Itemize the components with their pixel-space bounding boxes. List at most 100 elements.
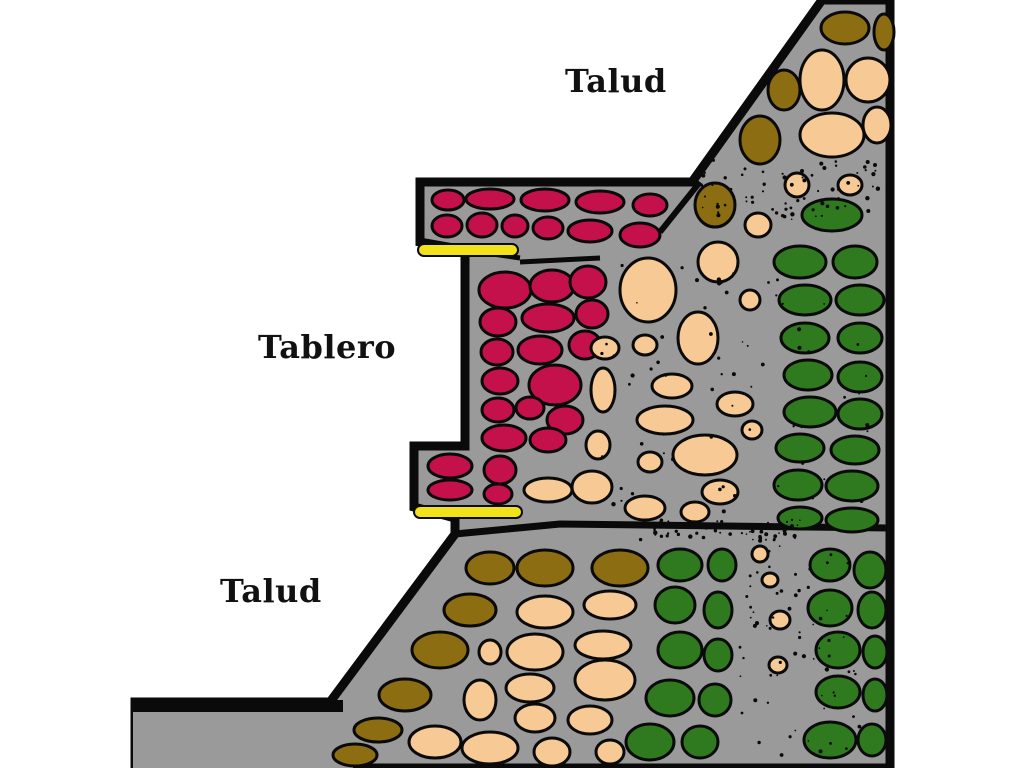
speckle [811,496,815,500]
rubble-stone [679,500,711,524]
tablero-stone [500,213,530,239]
speckle [837,381,840,384]
tablero-stone [479,337,515,367]
speckle [751,200,755,204]
speckle [812,623,815,626]
core-stone [836,321,884,355]
speckle [793,536,797,540]
rubble-stone [671,433,739,477]
tablero-stone [531,215,565,241]
speckle [833,694,836,697]
core-stone [653,585,697,625]
rubble-stone [582,589,638,621]
core-stone [782,358,834,392]
speckle [829,553,833,557]
rubble-stone [566,704,614,736]
facing-stone [766,68,802,112]
speckle [710,387,714,392]
speckle [742,656,745,660]
core-stone [800,197,864,233]
speckle [761,525,764,529]
tablero-stone [574,189,626,215]
speckle [733,494,737,498]
speckle [800,424,804,429]
speckle [677,522,680,525]
rubble-stone [505,632,565,672]
speckle [778,660,782,665]
speckle [790,218,793,221]
speckle [781,172,784,175]
speckle [864,169,867,172]
speckle [789,524,794,529]
speckle [695,531,699,535]
rubble-stone [743,211,773,239]
speckle [802,178,807,183]
speckle [836,188,840,191]
speckle [743,167,747,171]
speckle [769,673,773,677]
speckle [841,328,843,330]
label-talud-upper: Talud [565,62,667,100]
speckle [621,276,624,279]
speckle [753,698,758,703]
speckle [636,302,638,304]
speckle [830,187,835,192]
speckle [729,187,733,191]
core-stone [702,590,734,630]
speckle [761,190,765,193]
speckle [784,202,787,205]
rubble-stone [584,429,612,461]
speckle [732,525,737,529]
speckle [857,184,860,187]
core-stone [814,630,862,670]
speckle [732,272,735,275]
speckle [711,158,716,162]
facing-stone [819,10,871,46]
speckle [787,606,792,611]
speckle [800,169,804,173]
speckle [771,616,775,619]
core-stone [772,244,828,280]
speckle [807,740,810,742]
speckle [702,523,706,528]
speckle [767,549,771,553]
speckle [866,430,869,433]
core-stone [836,397,884,431]
tablero-stone [482,454,518,486]
core-stone [697,682,733,718]
core-stone [829,434,881,466]
speckle [630,373,635,378]
speckle [664,373,668,377]
rubble-stone [407,724,463,760]
core-stone [772,468,824,502]
speckle [638,522,643,527]
tablero-stone [527,363,583,407]
speckle [779,589,784,593]
rubble-stone [798,48,846,112]
speckle [822,166,827,170]
tablero-stone [426,452,474,480]
speckle [838,577,841,581]
speckle [638,537,643,542]
speckle [703,306,707,310]
speckle [846,561,850,565]
rubble-stone [738,288,762,312]
speckle [823,707,825,710]
core-stone [834,283,886,317]
rubble-stone [589,335,621,361]
rubble-stone [515,594,575,630]
speckle [695,278,699,283]
speckle [808,567,812,571]
speckle [773,537,776,541]
speckle [792,425,795,428]
speckle [778,532,780,534]
tablero-stone [430,188,466,212]
speckle [665,524,669,527]
speckle [814,620,817,623]
speckle [874,169,877,172]
speckle [790,212,795,217]
speckle [778,545,781,547]
speckle [704,195,706,198]
speckle [745,200,748,203]
